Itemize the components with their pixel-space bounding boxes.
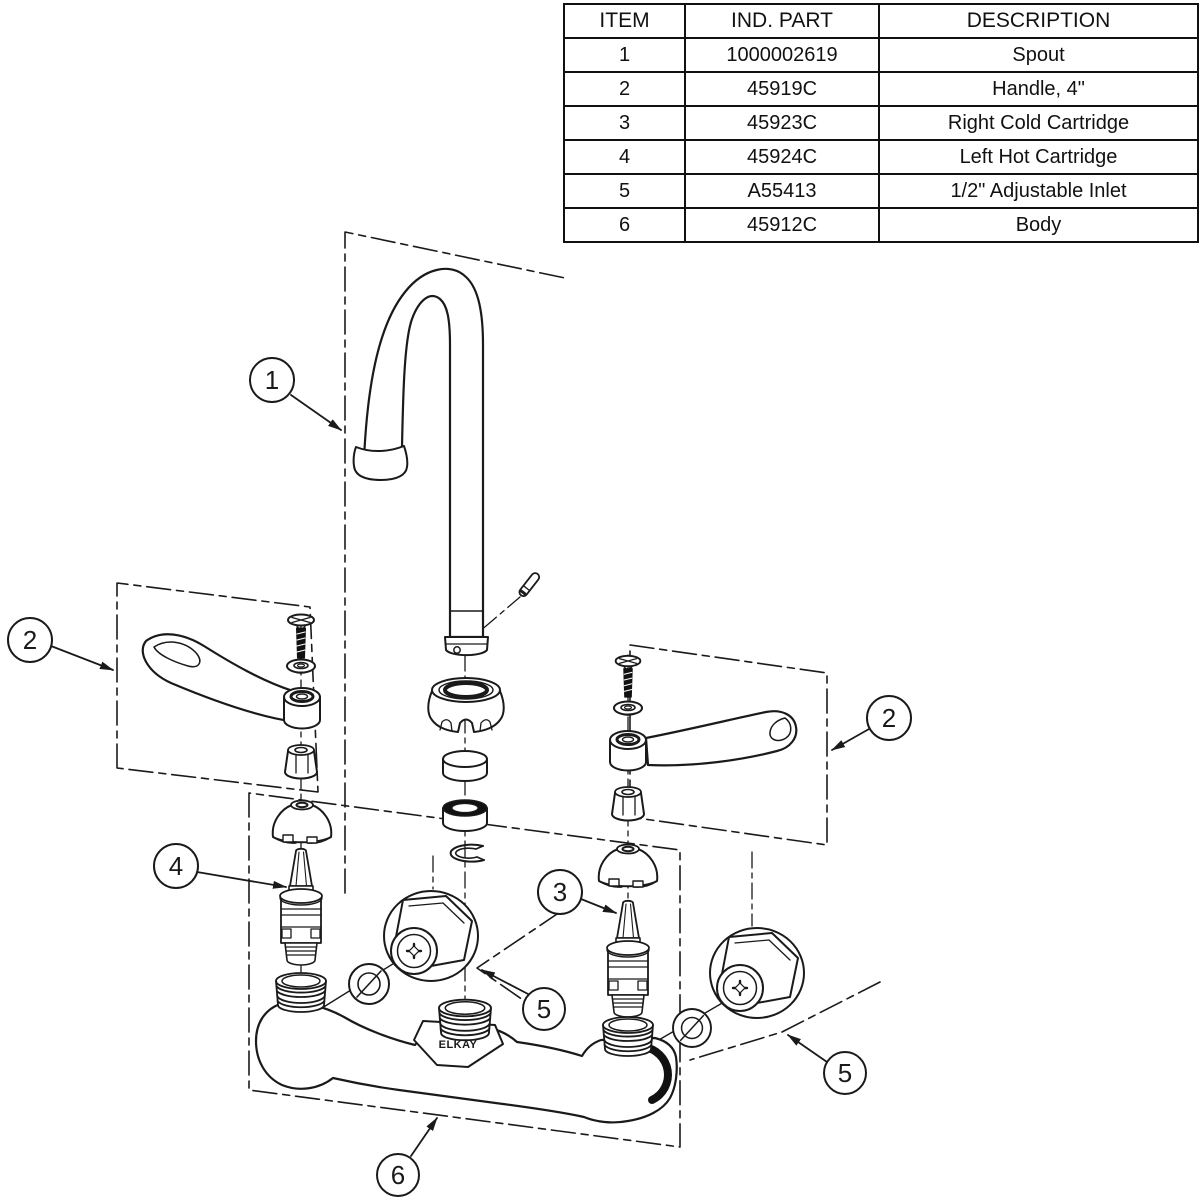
left-escutcheon (271, 799, 333, 845)
left-handle-screw (287, 613, 315, 659)
table-row: 1 1000002619 Spout (563, 37, 1199, 73)
o-ring (442, 799, 488, 832)
table-row: 5 A55413 1/2" Adjustable Inlet (563, 173, 1199, 209)
left-inlet-gasket (348, 963, 390, 1005)
callout-5-right: 5 (823, 1051, 867, 1095)
body-right-elbow-port (602, 1016, 654, 1057)
cell-item: 2 (563, 71, 686, 107)
faucet-body: ELKAY (254, 972, 678, 1124)
callout-2-left: 2 (7, 617, 53, 663)
cell-item: 5 (563, 173, 686, 209)
bonnet-nut (427, 677, 505, 733)
svg-text:6: 6 (391, 1160, 405, 1190)
leader-6 (410, 1117, 438, 1157)
leader-2-left (50, 645, 114, 671)
callout-3: 3 (537, 869, 583, 915)
right-inlet-gasket (672, 1008, 712, 1048)
parts-table-grid: ITEM IND. PART DESCRIPTION 1 1000002619 … (563, 3, 1199, 243)
body-plane (248, 792, 681, 1148)
cell-item: 6 (563, 207, 686, 243)
elbow-shadow (640, 1043, 672, 1104)
table-row: 4 45924C Left Hot Cartridge (563, 139, 1199, 175)
left-adjustable-inlet (382, 889, 480, 983)
cell-description: 1/2" Adjustable Inlet (878, 173, 1199, 209)
right-handle-assembly (597, 654, 798, 889)
right-handle-plane (629, 644, 828, 846)
parts-table: ITEM IND. PART DESCRIPTION 1 1000002619 … (563, 3, 1199, 243)
left-handle (141, 633, 321, 730)
leader-2-right (831, 728, 870, 751)
svg-text:5: 5 (537, 994, 551, 1024)
spout-plane (344, 231, 566, 894)
cell-part: A55413 (684, 173, 880, 209)
cell-description: Right Cold Cartridge (878, 105, 1199, 141)
cell-part: 45923C (684, 105, 880, 141)
right-cold-cartridge (606, 899, 650, 1018)
right-escutcheon (597, 843, 659, 889)
cell-part: 45919C (684, 71, 880, 107)
cell-item: 3 (563, 105, 686, 141)
left-handle-plane (116, 582, 319, 793)
right-adjustable-inlet (708, 926, 806, 1020)
table-header-row: ITEM IND. PART DESCRIPTION (563, 3, 1199, 39)
cell-part: 1000002619 (684, 37, 880, 73)
leader-1 (290, 394, 342, 431)
callout-1: 1 (249, 357, 295, 403)
spacer-ring (442, 750, 488, 782)
svg-text:1: 1 (265, 365, 279, 395)
col-header-ind-part: IND. PART (684, 3, 880, 39)
spout-tip-flare (352, 445, 409, 481)
cell-description: Body (878, 207, 1199, 243)
left-handle-washer (286, 658, 316, 674)
body-center-port (438, 998, 492, 1042)
cell-description: Left Hot Cartridge (878, 139, 1199, 175)
cell-description: Handle, 4" (878, 71, 1199, 107)
col-header-description: DESCRIPTION (878, 3, 1199, 39)
callout-6: 6 (376, 1153, 420, 1197)
right-handle (609, 710, 798, 772)
right-handle-washer (613, 700, 643, 716)
svg-text:2: 2 (882, 703, 896, 733)
left-hot-cartridge (279, 847, 323, 966)
right-inlet-plane (689, 981, 881, 1061)
table-row: 2 45919C Handle, 4" (563, 71, 1199, 107)
body-brand-label: ELKAY (439, 1039, 478, 1051)
spout (352, 267, 541, 657)
left-handle-assembly (141, 613, 333, 845)
cell-part: 45912C (684, 207, 880, 243)
callout-balloons: 1 2 2 3 4 5 5 6 (7, 357, 912, 1197)
cell-description: Spout (878, 37, 1199, 73)
leader-4 (196, 871, 287, 889)
spout-base-collar (444, 636, 489, 657)
table-row: 6 45912C Body (563, 207, 1199, 243)
spout-gooseneck (362, 267, 485, 639)
spout-setscrew-hole (453, 646, 461, 654)
cell-item: 4 (563, 139, 686, 175)
right-handle-nut (611, 786, 645, 822)
spout-set-pin (518, 572, 541, 597)
body-left-port (275, 972, 327, 1013)
left-inlet-plane (476, 911, 561, 1001)
left-handle-nut (284, 744, 318, 780)
svg-text:3: 3 (553, 877, 567, 907)
leader-5-right (787, 1034, 828, 1063)
callout-leaders (50, 394, 870, 1157)
reference-planes (116, 231, 881, 1148)
cell-part: 45924C (684, 139, 880, 175)
callout-4: 4 (153, 843, 199, 889)
leader-5-left (481, 969, 529, 995)
right-handle-screw (614, 654, 642, 699)
table-row: 3 45923C Right Cold Cartridge (563, 105, 1199, 141)
callout-2-right: 2 (866, 695, 912, 741)
svg-text:2: 2 (23, 625, 37, 655)
callout-5-left: 5 (522, 987, 566, 1031)
svg-text:4: 4 (169, 851, 183, 881)
leader-3 (580, 898, 617, 914)
svg-text:5: 5 (838, 1058, 852, 1088)
snap-ring (449, 843, 485, 863)
col-header-item: ITEM (563, 3, 686, 39)
cell-item: 1 (563, 37, 686, 73)
